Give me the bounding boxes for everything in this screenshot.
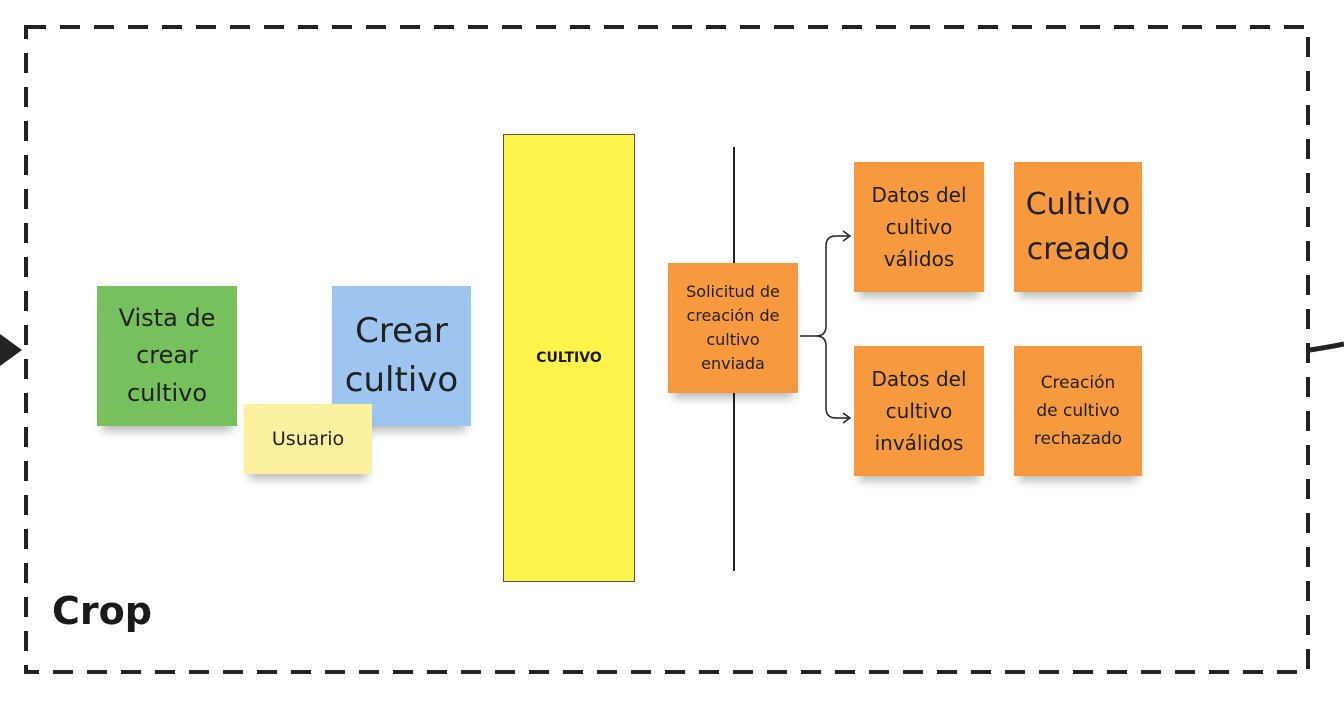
sticky-event-datos-validos[interactable]: Datos del cultivo válidos xyxy=(854,162,984,292)
sticky-command-crear-cultivo[interactable]: Crear cultivo xyxy=(332,286,471,426)
sticky-aggregate-cultivo[interactable]: CULTIVO xyxy=(503,134,635,582)
sticky-actor-usuario[interactable]: Usuario xyxy=(244,404,372,474)
sticky-view-crear-cultivo[interactable]: Vista de crear cultivo xyxy=(97,286,237,426)
sticky-event-creacion-rechazado[interactable]: Creación de cultivo rechazado xyxy=(1014,346,1142,476)
frame-title: Crop xyxy=(52,589,152,633)
sticky-event-datos-invalidos[interactable]: Datos del cultivo inválidos xyxy=(854,346,984,476)
incoming-arrow-head xyxy=(0,334,22,366)
sticky-event-cultivo-creado[interactable]: Cultivo creado xyxy=(1014,162,1142,292)
crop-frame-outline[interactable] xyxy=(24,25,1310,674)
outgoing-connector xyxy=(1309,341,1344,353)
sticky-event-solicitud-enviada[interactable]: Solicitud de creación de cultivo enviada xyxy=(668,263,798,393)
